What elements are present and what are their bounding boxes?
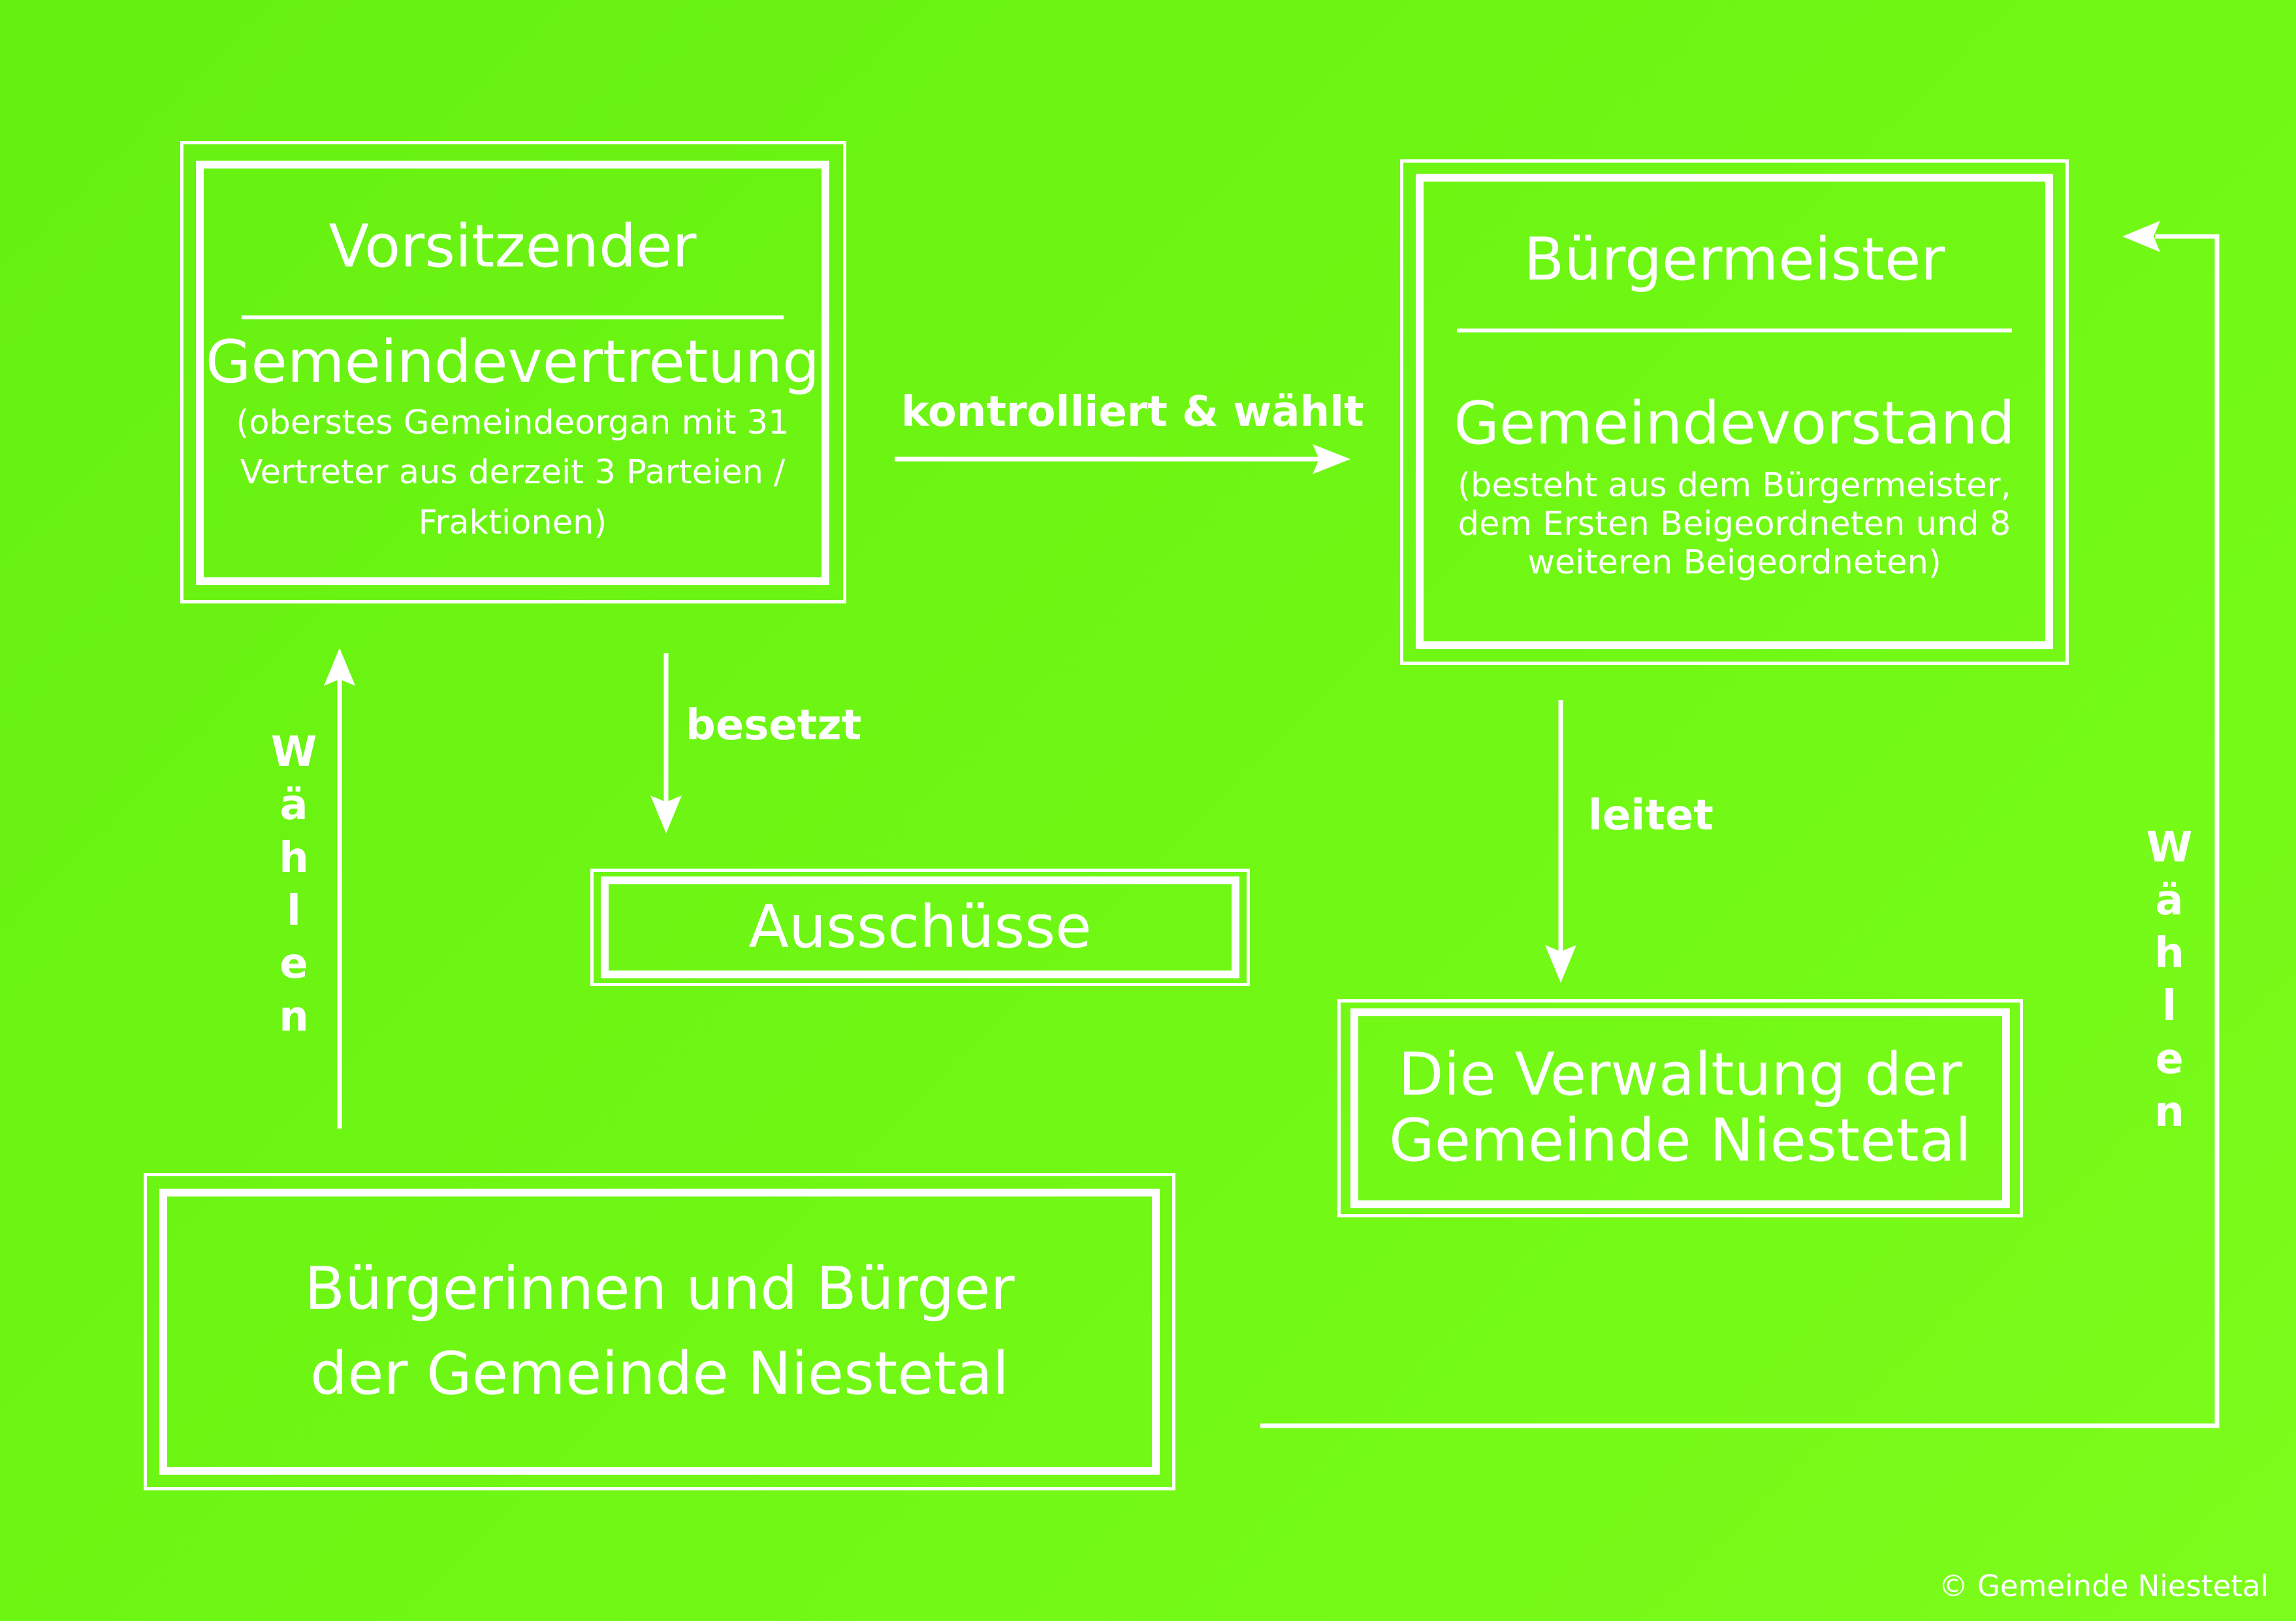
verwaltung-box: Die Verwaltung der Gemeinde Niestetal: [1350, 1008, 2010, 1208]
vertical-letter: h: [279, 834, 309, 882]
buerger-box: Bürgerinnen und Bürger der Gemeinde Nies…: [159, 1189, 1160, 1475]
vertical-letter: W: [270, 728, 317, 777]
vertical-letter: ä: [279, 781, 308, 829]
vertical-letter: e: [2155, 1035, 2184, 1083]
vorstand-description: (besteht aus dem Bürgermeister, dem Erst…: [1458, 466, 2011, 582]
ausschuesse-box-outer: [590, 869, 1250, 986]
vertical-letter: W: [2146, 824, 2193, 872]
vertical-letter: e: [279, 940, 308, 988]
vertretung-top-title: Vorsitzender: [328, 212, 697, 281]
vorstand-box: Bürgermeister Gemeindevorstand (besteht …: [1416, 174, 2053, 649]
ausschuesse-title: Ausschüsse: [748, 892, 1092, 961]
arrow-besetzt-head: [650, 795, 682, 833]
arrow-kontrolliert-head: [1313, 444, 1350, 474]
ausschuesse-box: Ausschüsse: [601, 876, 1239, 978]
label-besetzt: besetzt: [686, 701, 862, 750]
vertical-letter: n: [279, 993, 309, 1041]
vertretung-box: Vorsitzender Gemeindevertretung (oberste…: [196, 161, 829, 585]
arrow-waehlen-right-line: [1260, 234, 2220, 1428]
arrow-waehlen-right-head: [2122, 221, 2160, 252]
vertical-letter: l: [287, 887, 301, 935]
arrow-waehlen-left-head: [324, 648, 355, 686]
arrow-leitet-head: [1545, 945, 1576, 983]
vertretung-box-outer: [180, 141, 846, 603]
buerger-line1: Bürgerinnen und Bürger: [304, 1254, 1015, 1323]
label-leitet: leitet: [1588, 792, 1714, 840]
vertical-letter: n: [2154, 1088, 2184, 1136]
label-kontrolliert: kontrolliert & wählt: [901, 388, 1364, 436]
vorstand-title: Gemeindevorstand: [1454, 389, 2015, 458]
verwaltung-line2: Gemeinde Niestetal: [1388, 1106, 1971, 1175]
verwaltung-line1: Die Verwaltung der: [1398, 1040, 1962, 1110]
vertretung-description: (oberstes Gemeindeorgan mit 31 Vertreter…: [236, 403, 789, 542]
vertical-letter: h: [2154, 929, 2184, 978]
buerger-box-outer: [144, 1173, 1175, 1490]
copyright-credit: © Gemeinde Niestetal: [1938, 1569, 2269, 1603]
vertretung-title: Gemeindevertretung: [205, 327, 820, 396]
vorstand-box-outer: [1400, 159, 2069, 665]
vertical-letter: l: [2162, 982, 2176, 1031]
vertical-letter: ä: [2155, 876, 2184, 925]
buerger-line2: der Gemeinde Niestetal: [310, 1340, 1010, 1408]
vorstand-divider: [1457, 328, 2012, 332]
vertretung-divider: [242, 315, 784, 319]
verwaltung-box-outer: [1337, 999, 2023, 1217]
vorstand-top-title: Bürgermeister: [1523, 225, 1945, 294]
